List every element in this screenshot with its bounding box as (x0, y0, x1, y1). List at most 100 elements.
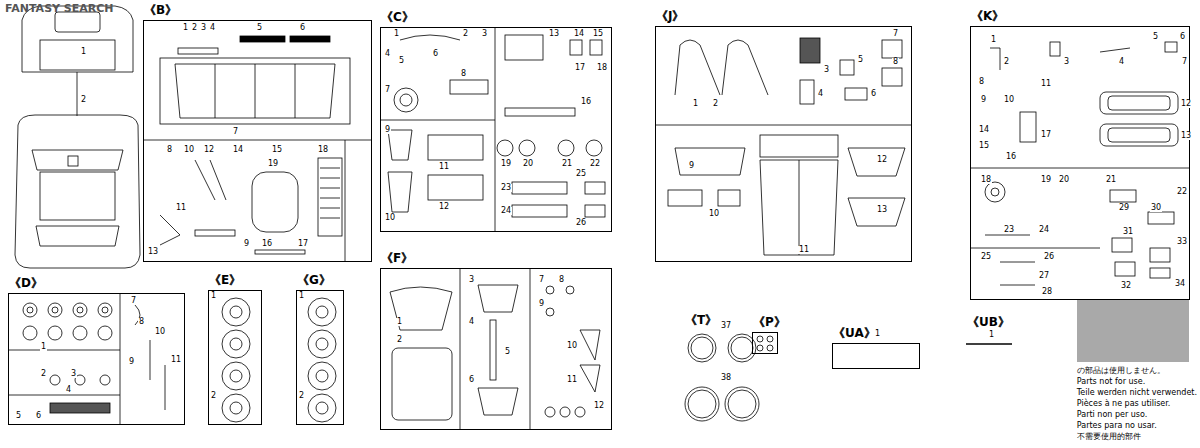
part-number: 28 (1041, 288, 1053, 296)
part-number: 2 (40, 370, 47, 378)
legend-swatch (1077, 300, 1189, 362)
part-number: 13 (548, 30, 560, 38)
part-number: 24 (1038, 226, 1050, 234)
part-number: 10 (1003, 96, 1015, 104)
part-number: 7 (130, 297, 137, 305)
part-number: 1 (692, 100, 699, 108)
part-number: 16 (261, 240, 273, 248)
part-number: 9 (128, 358, 135, 366)
part-number: 6 (1179, 33, 1186, 41)
part-number: 2 (298, 392, 305, 400)
part-number: 1 (988, 331, 995, 339)
part-number: 3 (468, 276, 475, 284)
part-number: 8 (138, 318, 145, 326)
legend-text: Pièces à ne pas utiliser. (1077, 398, 1197, 409)
sprue-frame: 《K》 (970, 26, 1190, 300)
sprue-frame: 《C》 (380, 27, 612, 232)
legend-text: Parts not for use. (1077, 376, 1197, 387)
part-number: 1 (874, 330, 881, 338)
part-number: 19 (500, 160, 512, 168)
sprue-frame: 《G》 (296, 290, 344, 425)
part-number: 34 (1174, 280, 1186, 288)
part-number: 1 (393, 30, 400, 38)
part-number: 29 (1118, 204, 1130, 212)
part-number: 25 (575, 170, 587, 178)
sprue-frame: 《UA》 (832, 343, 920, 369)
part-number: 3 (200, 24, 207, 32)
part-number: 38 (720, 374, 732, 382)
sprue-letter: 《T》 (684, 314, 718, 326)
part-number: 2 (712, 100, 719, 108)
part-number: 21 (1105, 176, 1117, 184)
part-number: 31 (1122, 228, 1134, 236)
part-number: 6 (299, 24, 306, 32)
sprue-letter: 《C》 (381, 9, 414, 26)
part-number: 5 (256, 24, 263, 32)
part-number: 5 (504, 348, 511, 356)
part-number: 8 (460, 70, 467, 78)
part-number: 14 (232, 146, 244, 154)
part-number: 7 (232, 128, 239, 136)
part-number: 17 (297, 240, 309, 248)
part-number: 2 (462, 30, 469, 38)
legend-item: 不需要使用的部件 (1077, 431, 1197, 442)
part-number: 11 (170, 356, 182, 364)
legend-item: Pièces à ne pas utiliser. (1077, 398, 1197, 409)
legend: の部品は使用しません。Parts not for use.Teile werde… (1077, 300, 1197, 442)
part-number: 9 (384, 126, 391, 134)
part-number: 26 (1043, 253, 1055, 261)
part-number: 5 (1152, 33, 1159, 41)
part-number: 6 (870, 90, 877, 98)
part-number: 9 (980, 96, 987, 104)
part-number: 6 (432, 50, 439, 58)
part-number: 1 (210, 292, 217, 300)
part-number: 12 (438, 203, 450, 211)
part-number: 3 (481, 30, 488, 38)
part-number: 4 (65, 386, 72, 394)
part-number: 9 (243, 240, 250, 248)
part-number: 14 (573, 30, 585, 38)
part-number: 11 (798, 246, 810, 254)
part-number: 10 (154, 328, 166, 336)
legend-text: Parti non per uso. (1077, 409, 1197, 420)
part-number: 7 (892, 30, 899, 38)
part-number: 7 (384, 86, 391, 94)
part-number: 13 (1180, 132, 1192, 140)
part-number: 22 (589, 160, 601, 168)
part-number: 8 (892, 58, 899, 66)
part-number: 20 (1058, 176, 1070, 184)
legend-item: Teile werden nicht verwendet. (1077, 387, 1197, 398)
legend-item: の部品は使用しません。 (1077, 300, 1197, 376)
watermark: FANTASY SEARCH (4, 3, 115, 14)
part-number: 13 (876, 206, 888, 214)
sprue-letter: 《UA》 (833, 325, 876, 342)
part-number: 16 (580, 98, 592, 106)
sprue-letter: 《F》 (381, 250, 413, 267)
sprue-letter: 《G》 (297, 272, 331, 289)
part-number: 1 (396, 318, 403, 326)
part-number: 13 (147, 248, 159, 256)
part-number: 17 (574, 64, 586, 72)
part-number: 30 (1150, 204, 1162, 212)
part-number: 4 (817, 90, 824, 98)
part-number: 10 (708, 210, 720, 218)
sprue-frame: 《E》 (208, 290, 262, 425)
sprue-frame: 《B》 (143, 20, 372, 262)
part-number: 22 (1176, 188, 1188, 196)
part-number: 2 (210, 392, 217, 400)
part-number: 1 (990, 36, 997, 44)
part-number: 10 (566, 342, 578, 350)
part-number: 2 (396, 336, 403, 344)
part-number: 9 (538, 300, 545, 308)
part-number: 37 (720, 322, 732, 330)
legend-item: Parts not for use. (1077, 376, 1197, 387)
part-number: 6 (468, 376, 475, 384)
part-number: 21 (561, 160, 573, 168)
part-number: 4 (384, 50, 391, 58)
part-number: 8 (978, 78, 985, 86)
part-number: 19 (267, 160, 279, 168)
sprue-letter: 《E》 (209, 272, 241, 289)
part-number: 20 (522, 160, 534, 168)
part-number: 2 (191, 24, 198, 32)
part-number: 18 (980, 176, 992, 184)
